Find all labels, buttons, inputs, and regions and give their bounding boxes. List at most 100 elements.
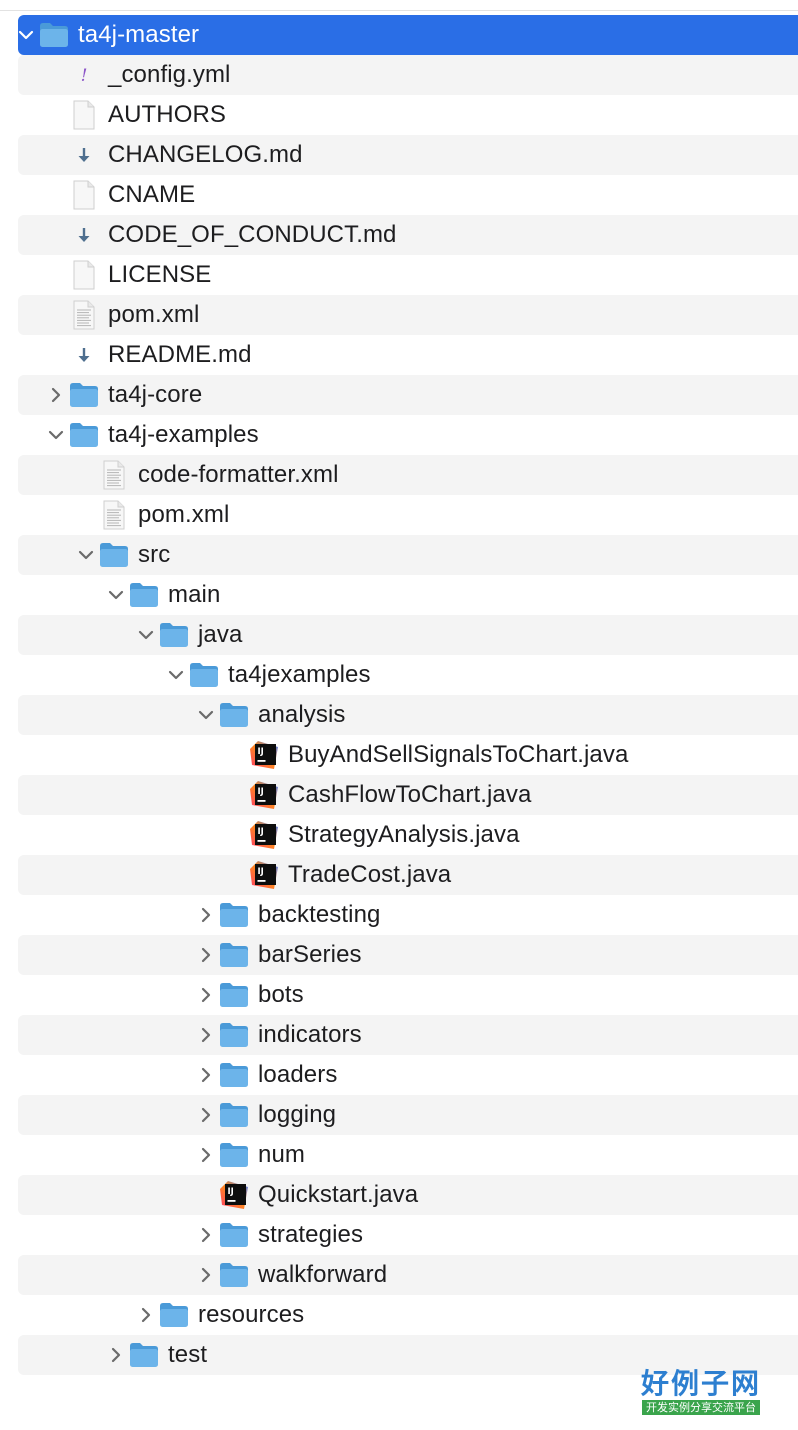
folder-row[interactable]: main (18, 575, 798, 615)
folder-row[interactable]: backtesting (18, 895, 798, 935)
folder-row[interactable]: ta4j-examples (18, 415, 798, 455)
chevron-spacer (228, 775, 244, 815)
item-label: barSeries (258, 941, 362, 968)
folder-row[interactable]: test (18, 1335, 798, 1375)
chevron-spacer (48, 95, 64, 135)
item-label: strategies (258, 1221, 364, 1248)
chevron-spacer (48, 295, 64, 335)
chevron-spacer (48, 55, 64, 95)
xml-document-icon (98, 499, 130, 531)
folder-row[interactable]: barSeries (18, 935, 798, 975)
file-row[interactable]: pom.xml (18, 295, 798, 335)
item-label: LICENSE (108, 261, 212, 288)
folder-row[interactable]: resources (18, 1295, 798, 1335)
chevron-right-icon[interactable] (108, 1335, 124, 1375)
item-label: ta4j-master (78, 21, 200, 48)
item-label: AUTHORS (108, 101, 227, 128)
item-label: logging (258, 1101, 337, 1128)
markdown-download-icon (68, 339, 100, 371)
chevron-spacer (78, 455, 94, 495)
folder-row[interactable]: bots (18, 975, 798, 1015)
folder-row[interactable]: java (18, 615, 798, 655)
xml-document-icon (68, 299, 100, 331)
folder-row[interactable]: loaders (18, 1055, 798, 1095)
item-label: pom.xml (108, 301, 200, 328)
folder-icon (218, 979, 250, 1011)
item-label: CNAME (108, 181, 196, 208)
chevron-right-icon[interactable] (198, 935, 214, 975)
item-label: walkforward (258, 1261, 388, 1288)
file-row[interactable]: README.md (18, 335, 798, 375)
folder-icon (218, 1219, 250, 1251)
chevron-down-icon[interactable] (78, 535, 94, 575)
chevron-spacer (48, 255, 64, 295)
chevron-down-icon[interactable] (138, 615, 154, 655)
chevron-right-icon[interactable] (138, 1295, 154, 1335)
chevron-spacer (48, 175, 64, 215)
folder-row[interactable]: num (18, 1135, 798, 1175)
folder-icon (98, 539, 130, 571)
item-label: README.md (108, 341, 252, 368)
file-row[interactable]: IJ BuyAndSellSignalsToChart.java (18, 735, 798, 775)
folder-row[interactable]: ta4j-core (18, 375, 798, 415)
item-label: StrategyAnalysis.java (288, 821, 520, 848)
chevron-spacer (48, 135, 64, 175)
item-label: BuyAndSellSignalsToChart.java (288, 741, 629, 768)
svg-text:IJ: IJ (258, 747, 264, 757)
file-row[interactable]: !_config.yml (18, 55, 798, 95)
item-label: ta4j-examples (108, 421, 259, 448)
folder-row[interactable]: ta4jexamples (18, 655, 798, 695)
file-row[interactable]: LICENSE (18, 255, 798, 295)
chevron-right-icon[interactable] (198, 1055, 214, 1095)
svg-text:IJ: IJ (228, 1187, 234, 1197)
file-row[interactable]: AUTHORS (18, 95, 798, 135)
chevron-down-icon[interactable] (168, 655, 184, 695)
item-label: Quickstart.java (258, 1181, 419, 1208)
item-label: resources (198, 1301, 305, 1328)
chevron-down-icon[interactable] (108, 575, 124, 615)
chevron-spacer (48, 335, 64, 375)
chevron-spacer (228, 735, 244, 775)
file-row[interactable]: CHANGELOG.md (18, 135, 798, 175)
chevron-right-icon[interactable] (198, 1015, 214, 1055)
chevron-right-icon[interactable] (198, 1135, 214, 1175)
markdown-download-icon (68, 219, 100, 251)
file-row[interactable]: IJ TradeCost.java (18, 855, 798, 895)
folder-row[interactable]: src (18, 535, 798, 575)
item-label: java (198, 621, 243, 648)
chevron-spacer (48, 215, 64, 255)
folder-row[interactable]: ta4j-master (18, 15, 798, 55)
intellij-java-file-icon: IJ (248, 779, 280, 811)
folder-row[interactable]: analysis (18, 695, 798, 735)
chevron-down-icon[interactable] (198, 695, 214, 735)
file-row[interactable]: CODE_OF_CONDUCT.md (18, 215, 798, 255)
chevron-right-icon[interactable] (198, 895, 214, 935)
folder-icon (158, 1299, 190, 1331)
chevron-right-icon[interactable] (48, 375, 64, 415)
file-row[interactable]: IJ Quickstart.java (18, 1175, 798, 1215)
chevron-down-icon[interactable] (18, 15, 34, 55)
intellij-java-file-icon: IJ (248, 859, 280, 891)
watermark-subtitle: 开发实例分享交流平台 (642, 1400, 760, 1415)
chevron-right-icon[interactable] (198, 975, 214, 1015)
markdown-download-icon (68, 139, 100, 171)
folder-icon (68, 379, 100, 411)
folder-row[interactable]: strategies (18, 1215, 798, 1255)
chevron-down-icon[interactable] (48, 415, 64, 455)
item-label: code-formatter.xml (138, 461, 339, 488)
folder-row[interactable]: walkforward (18, 1255, 798, 1295)
file-row[interactable]: pom.xml (18, 495, 798, 535)
folder-row[interactable]: logging (18, 1095, 798, 1135)
item-label: num (258, 1141, 305, 1168)
file-row[interactable]: code-formatter.xml (18, 455, 798, 495)
file-row[interactable]: CNAME (18, 175, 798, 215)
chevron-right-icon[interactable] (198, 1215, 214, 1255)
folder-icon (218, 899, 250, 931)
item-label: TradeCost.java (288, 861, 452, 888)
item-label: main (168, 581, 221, 608)
chevron-right-icon[interactable] (198, 1095, 214, 1135)
folder-row[interactable]: indicators (18, 1015, 798, 1055)
chevron-right-icon[interactable] (198, 1255, 214, 1295)
